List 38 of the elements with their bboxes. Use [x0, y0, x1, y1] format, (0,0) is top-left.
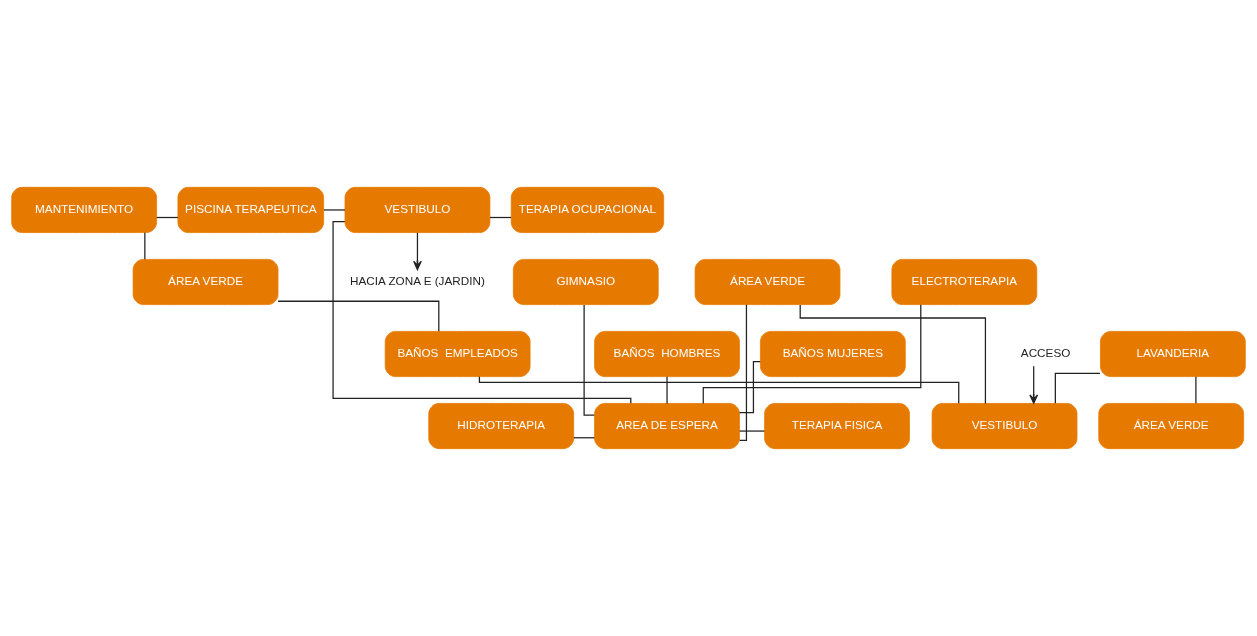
arrow: [1029, 365, 1039, 404]
connector: [739, 430, 766, 432]
node-box: VESTIBULO: [931, 403, 1078, 450]
node-text: ACCESO: [1020, 346, 1071, 360]
node-box: AREA DE ESPERA: [594, 403, 740, 450]
node-box: MANTENIMIENTO: [11, 186, 157, 233]
connector: [489, 216, 512, 219]
node-box: ÁREA VERDE: [1098, 403, 1245, 450]
arrow: [413, 232, 422, 271]
connector: [739, 304, 748, 441]
node-box: GIMNASIO: [512, 258, 659, 306]
connector: [1054, 372, 1101, 404]
connector: [666, 376, 668, 405]
node-box: BAÑOS MUJERES: [760, 330, 906, 378]
connector: [573, 437, 596, 439]
node-box: LAVANDERIA: [1100, 330, 1246, 378]
connector: [144, 232, 146, 260]
connector: [332, 221, 632, 404]
connector: [478, 376, 960, 404]
connector: [702, 304, 922, 405]
node-box: TERAPIA OCUPACIONAL: [510, 186, 665, 233]
node-box: TERAPIA FISICA: [764, 403, 910, 450]
connector: [323, 209, 346, 211]
connector: [277, 300, 440, 332]
node-box: VESTIBULO: [344, 186, 491, 233]
node-box: ELECTROTERAPIA: [891, 258, 1038, 306]
node-text: HACIA ZONA E (JARDIN): [350, 274, 485, 288]
connector: [738, 360, 761, 414]
node-box: HIDROTERAPIA: [428, 403, 575, 450]
node-box: BAÑOS HOMBRES: [594, 330, 740, 378]
node-box: BAÑOS EMPLEADOS: [384, 330, 531, 378]
connector: [1195, 376, 1197, 404]
connector: [799, 304, 987, 404]
connector: [156, 216, 179, 219]
node-box: ÁREA VERDE: [694, 258, 841, 306]
node-box: PISCINA TERAPEUTICA: [177, 186, 325, 233]
connector: [583, 304, 595, 416]
node-box: ÁREA VERDE: [132, 258, 279, 306]
